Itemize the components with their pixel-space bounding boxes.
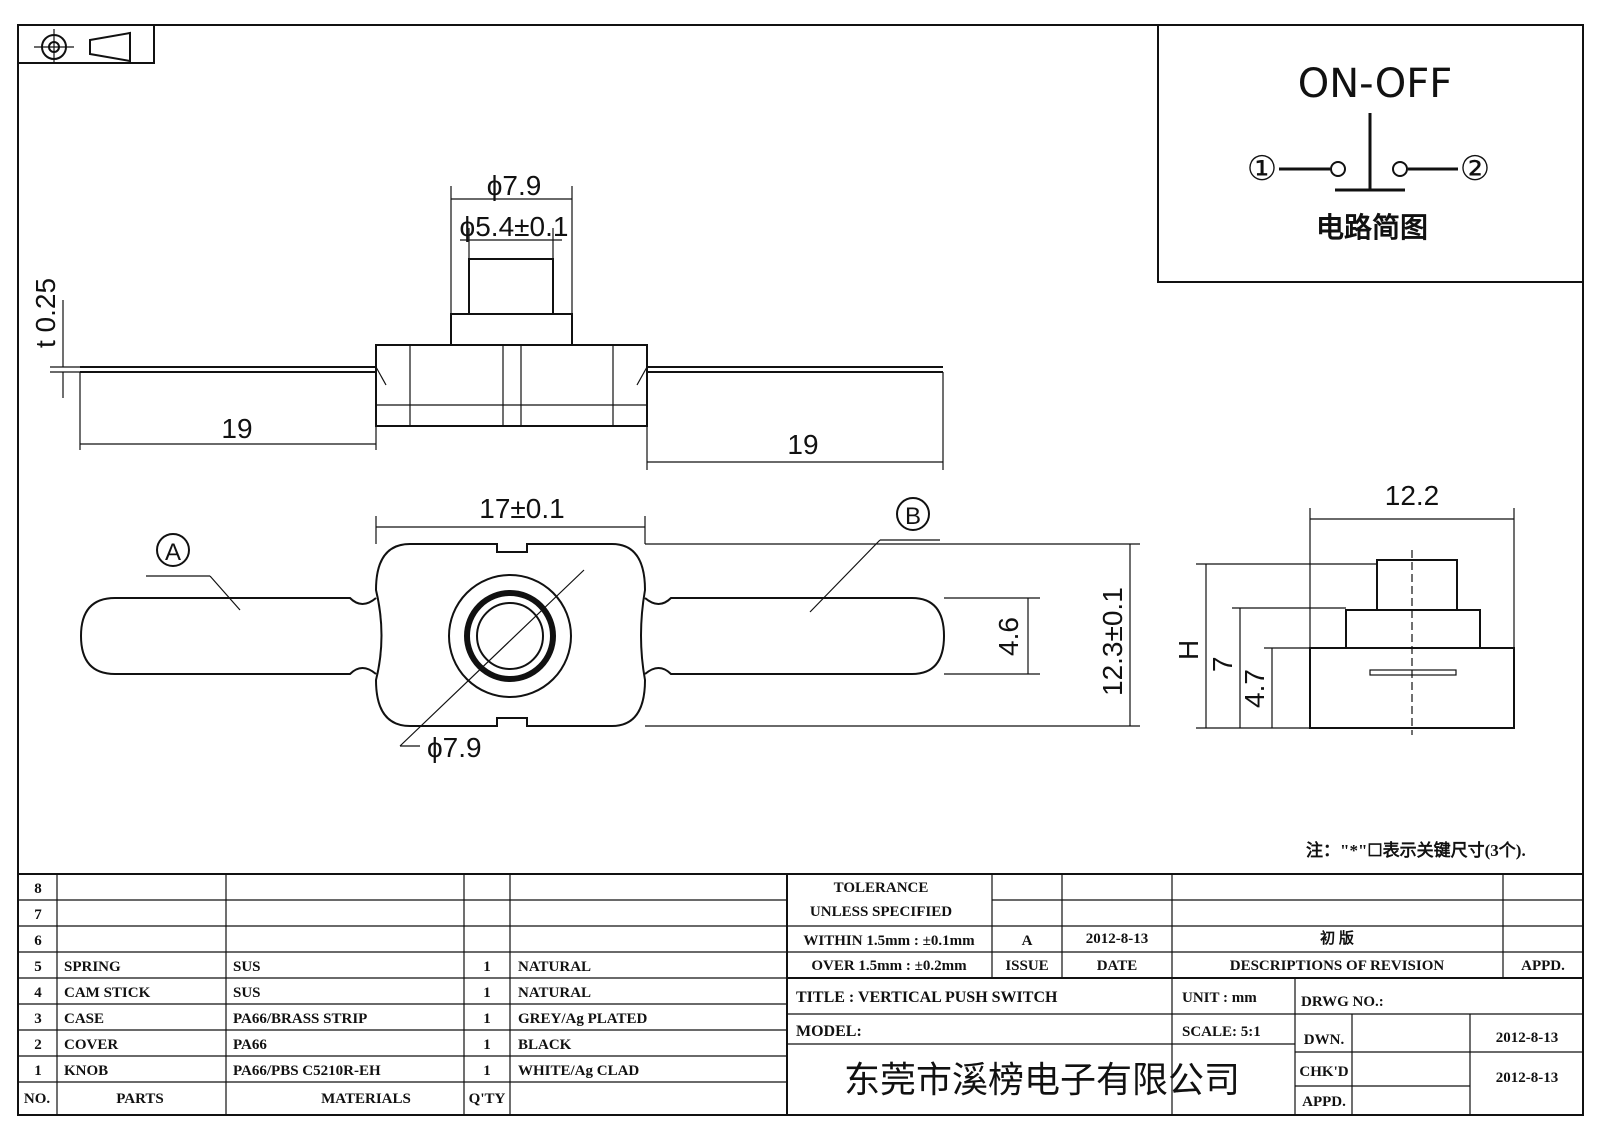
row-part: CASE	[64, 1011, 104, 1027]
dim-len-right: 19	[787, 429, 818, 460]
tolerance-line4: OVER 1.5mm : ±0.2mm	[811, 958, 967, 974]
revision-description: 初 版	[1320, 929, 1354, 947]
row-material: PA66/PBS C5210R-EH	[233, 1063, 381, 1079]
row-no: 2	[34, 1037, 42, 1053]
dwn-date: 2012-8-13	[1496, 1030, 1559, 1046]
tolerance-line1: TOLERANCE	[834, 880, 929, 896]
header-materials: MATERIALS	[321, 1091, 411, 1107]
chkd-label: CHK'D	[1299, 1064, 1348, 1080]
row-qty: 1	[483, 1063, 491, 1079]
projection-symbol	[17, 24, 155, 64]
row-material: SUS	[233, 985, 261, 1001]
row-part: SPRING	[64, 959, 121, 975]
callout-b: B	[905, 503, 921, 530]
dim-phi54: ϕ5.4±0.1	[460, 211, 569, 242]
revision-issue: A	[1022, 933, 1033, 949]
end-view: 12.2 H 7 4.7	[1173, 480, 1515, 735]
row-finish: GREY/Ag PLATED	[518, 1011, 647, 1027]
unit-text: UNIT : mm	[1182, 990, 1257, 1006]
header-descriptions: DESCRIPTIONS OF REVISION	[1230, 958, 1445, 974]
sheet-border	[17, 24, 1584, 1116]
row-no: 5	[34, 959, 42, 975]
row-no: 4	[34, 985, 42, 1001]
company-name: 东莞市溪榜电子有限公司	[844, 1059, 1240, 1100]
header-date: DATE	[1097, 958, 1138, 974]
dim-w17: 17±0.1	[479, 493, 564, 524]
row-finish: NATURAL	[518, 985, 591, 1001]
row-qty: 1	[483, 1037, 491, 1053]
model-label: MODEL:	[796, 1023, 862, 1040]
dwn-label: DWN.	[1304, 1032, 1345, 1048]
row-part: CAM STICK	[64, 985, 151, 1001]
row-no: 1	[34, 1063, 42, 1079]
title-text: TITLE : VERTICAL PUSH SWITCH	[796, 989, 1058, 1006]
dim-h47: 4.7	[1239, 669, 1270, 708]
key-dimension-note: 注："*"☐表示关键尺寸(3个).	[1306, 840, 1526, 860]
circuit-schematic: ON-OFF ① ② 电路简图	[1157, 24, 1584, 283]
header-issue: ISSUE	[1005, 958, 1048, 974]
dim-h46: 4.6	[993, 617, 1024, 656]
pin1-label: ①	[1247, 150, 1277, 188]
top-view: ϕ7.9 17±0.1 4.6 12.3±0.1 A B	[79, 493, 1140, 763]
callout-a: A	[165, 539, 181, 566]
row-qty: 1	[483, 985, 491, 1001]
tolerance-line3: WITHIN 1.5mm : ±0.1mm	[803, 933, 975, 949]
revision-table	[787, 874, 1583, 1115]
row-qty: 1	[483, 1011, 491, 1027]
row-material: SUS	[233, 959, 261, 975]
header-qty: Q'TY	[469, 1091, 506, 1107]
header-no: NO.	[24, 1091, 51, 1107]
row-qty: 1	[483, 959, 491, 975]
schematic-title: ON-OFF	[1298, 61, 1452, 107]
tolerance-line2: UNLESS SPECIFIED	[810, 904, 952, 920]
dim-t025: t 0.25	[30, 278, 61, 348]
row-finish: WHITE/Ag CLAD	[518, 1063, 639, 1079]
row-part: KNOB	[64, 1063, 108, 1079]
pin2-label: ②	[1460, 150, 1490, 188]
dim-H: H	[1173, 640, 1204, 660]
dim-h123: 12.3±0.1	[1097, 587, 1128, 696]
row-material: PA66	[233, 1037, 267, 1053]
dim-phi79-bottom: ϕ7.9	[427, 732, 482, 763]
row-finish: BLACK	[518, 1037, 572, 1053]
side-view: ϕ7.9 ϕ5.4±0.1 t 0.25 19 19	[30, 170, 944, 470]
header-parts: PARTS	[116, 1091, 164, 1107]
scale-text: SCALE: 5:1	[1182, 1024, 1261, 1040]
dim-w122: 12.2	[1385, 480, 1440, 511]
row-no: 6	[34, 933, 42, 949]
dim-h7: 7	[1207, 656, 1238, 672]
row-no: 3	[34, 1011, 42, 1027]
schematic-caption: 电路简图	[1316, 211, 1428, 243]
row-material: PA66/BRASS STRIP	[233, 1011, 367, 1027]
header-appd: APPD.	[1521, 958, 1565, 974]
row-no: 8	[34, 881, 42, 897]
drwg-no-label: DRWG NO.:	[1301, 994, 1384, 1010]
row-part: COVER	[64, 1037, 118, 1053]
dim-phi79-top: ϕ7.9	[487, 170, 542, 201]
parts-table	[18, 873, 1583, 1115]
dim-len-left: 19	[221, 413, 252, 444]
appd-label: APPD.	[1302, 1094, 1346, 1110]
chkd-date: 2012-8-13	[1496, 1070, 1559, 1086]
row-no: 7	[34, 907, 42, 923]
row-finish: NATURAL	[518, 959, 591, 975]
revision-date: 2012-8-13	[1086, 931, 1149, 947]
